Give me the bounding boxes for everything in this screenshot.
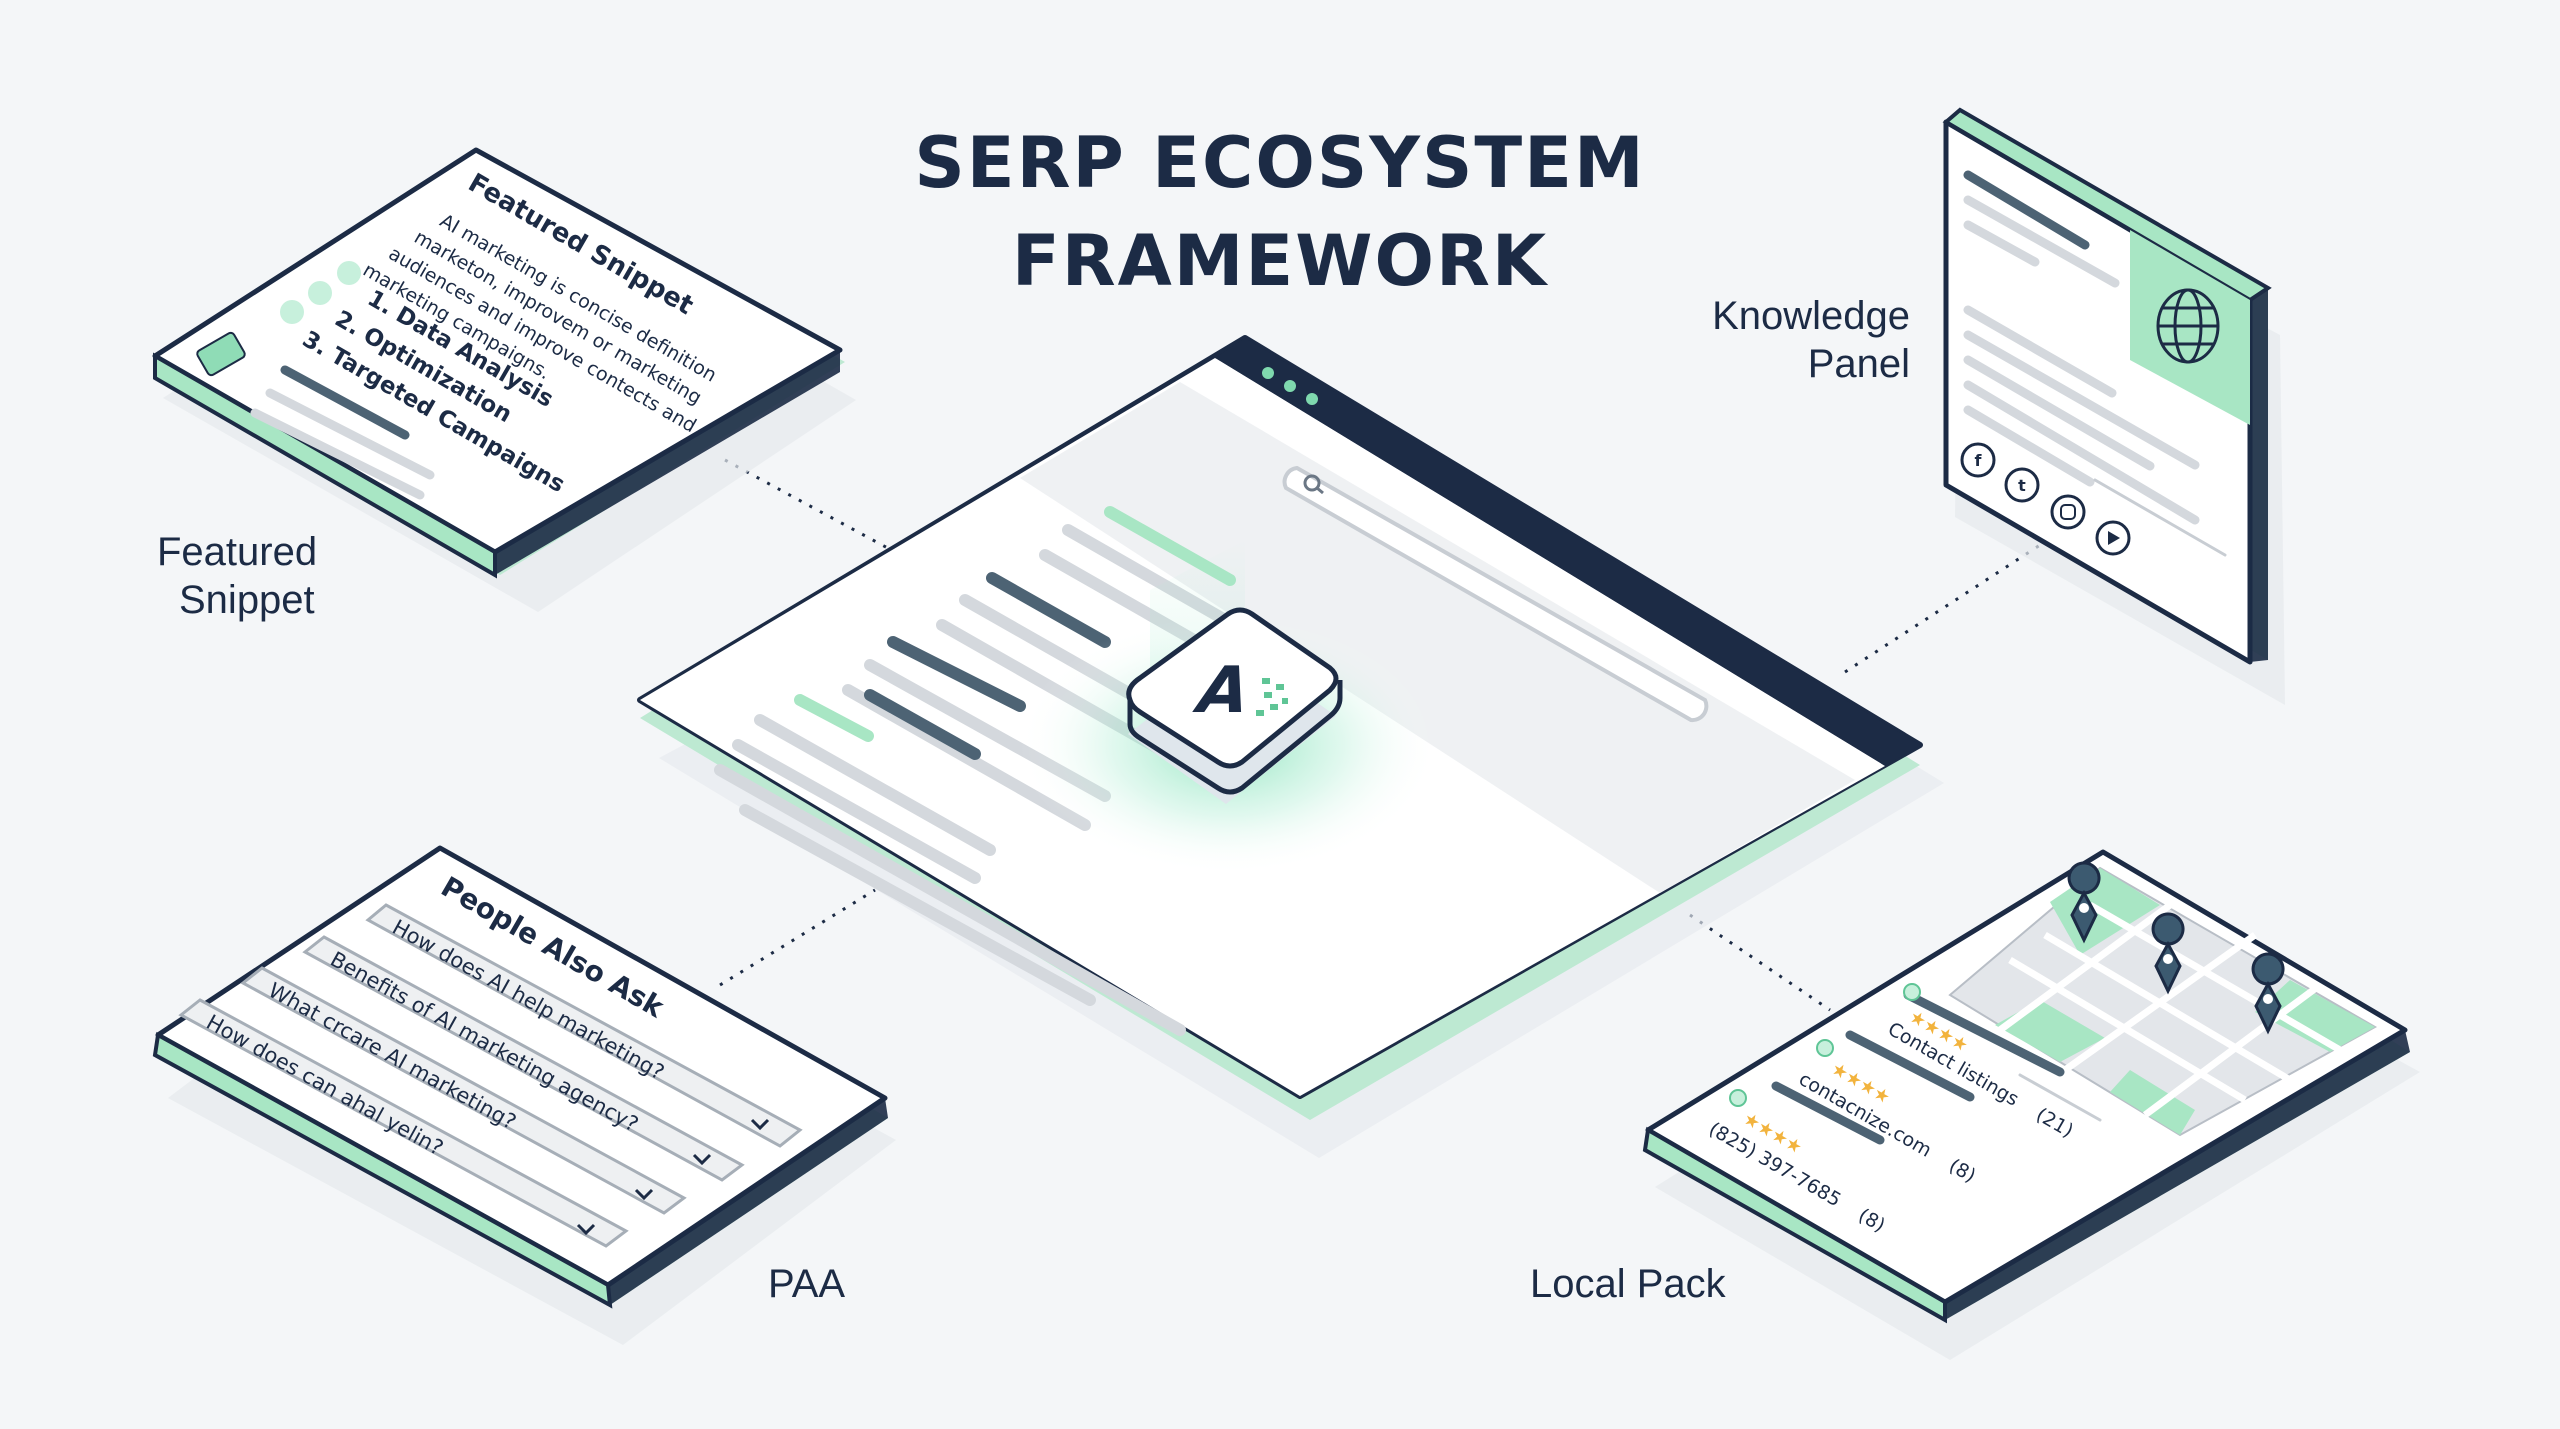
search-bar[interactable] [1282,465,1709,723]
instagram-icon[interactable] [2050,494,2086,530]
connector-knowledge-panel [1844,543,2041,674]
globe-icon [2156,288,2220,364]
featured-snippet-card [152,147,856,612]
paa-label: PAA [768,1262,846,1306]
listing-bars [1771,990,2102,1145]
page-title: SERP ECOSYSTEM FRAMEWORK [0,128,2560,296]
window-dot [1306,393,1318,405]
svg-text:f: f [1975,451,1983,470]
paa-rows [178,903,803,1248]
facebook-icon[interactable] [1960,442,1996,478]
window-dot [1284,380,1296,392]
ai-logo-block: A [1018,540,1438,875]
knowledge-panel-label-line-2: Panel [1807,342,1910,386]
local-pack-card: ★★★★ ★★★★ ★★★★ [1642,849,2420,1360]
chevron-down-icon[interactable] [576,1223,596,1236]
knowledge-panel-label-line-1: Knowledge [1712,294,1910,338]
local-pack-label: Local Pack [1530,1262,1726,1306]
paa-row[interactable] [302,935,745,1182]
featured-snippet-label-line-1: Featured [157,530,318,574]
ai-logo-icon [1256,678,1288,716]
search-icon [337,261,361,285]
trend-icon [308,281,332,305]
paa-row[interactable] [178,998,629,1248]
knowledge-panel-card: f t [1942,107,2285,705]
twitter-icon[interactable] [2004,467,2040,503]
connector-paa [719,888,876,987]
chevron-down-icon[interactable] [692,1153,712,1166]
browser-window: A [637,335,1944,1158]
paa-card [152,845,896,1345]
panel-lines [1963,170,2227,557]
bar-chart-icon [196,331,246,377]
connector-featured-snippet [724,458,896,554]
paa-row[interactable] [240,966,687,1215]
chevron-down-icon[interactable] [750,1118,770,1131]
window-dot [1262,367,1274,379]
title-line-2: FRAMEWORK [1011,220,1549,302]
pin-icon [1903,983,1921,1001]
pin-icon [1816,1039,1834,1057]
featured-snippet-label-line-2: Snippet [179,578,315,622]
snippet-lines [250,365,435,500]
listing-pins [1729,983,1921,1107]
map-area[interactable] [1948,861,2378,1137]
chevron-down-icon[interactable] [634,1188,654,1201]
map-pin-icon[interactable] [2067,861,2101,944]
map-pin-icon[interactable] [2151,912,2185,995]
featured-snippet-label: Featured Snippet [157,528,317,624]
connector-local-pack [1689,913,1831,1012]
svg-text:t: t [2018,476,2026,495]
connector-lines [719,458,2041,1012]
snippet-icons [196,261,361,377]
paa-row[interactable] [365,903,803,1148]
people-icon [280,300,304,324]
title-line-1: SERP ECOSYSTEM [914,122,1646,204]
search-icon [1303,474,1324,495]
chevron-down-icons [576,1118,770,1236]
map-pin-icon[interactable] [2251,952,2285,1035]
pin-icon [1729,1089,1747,1107]
knowledge-panel-label: Knowledge Panel [1650,292,1910,388]
